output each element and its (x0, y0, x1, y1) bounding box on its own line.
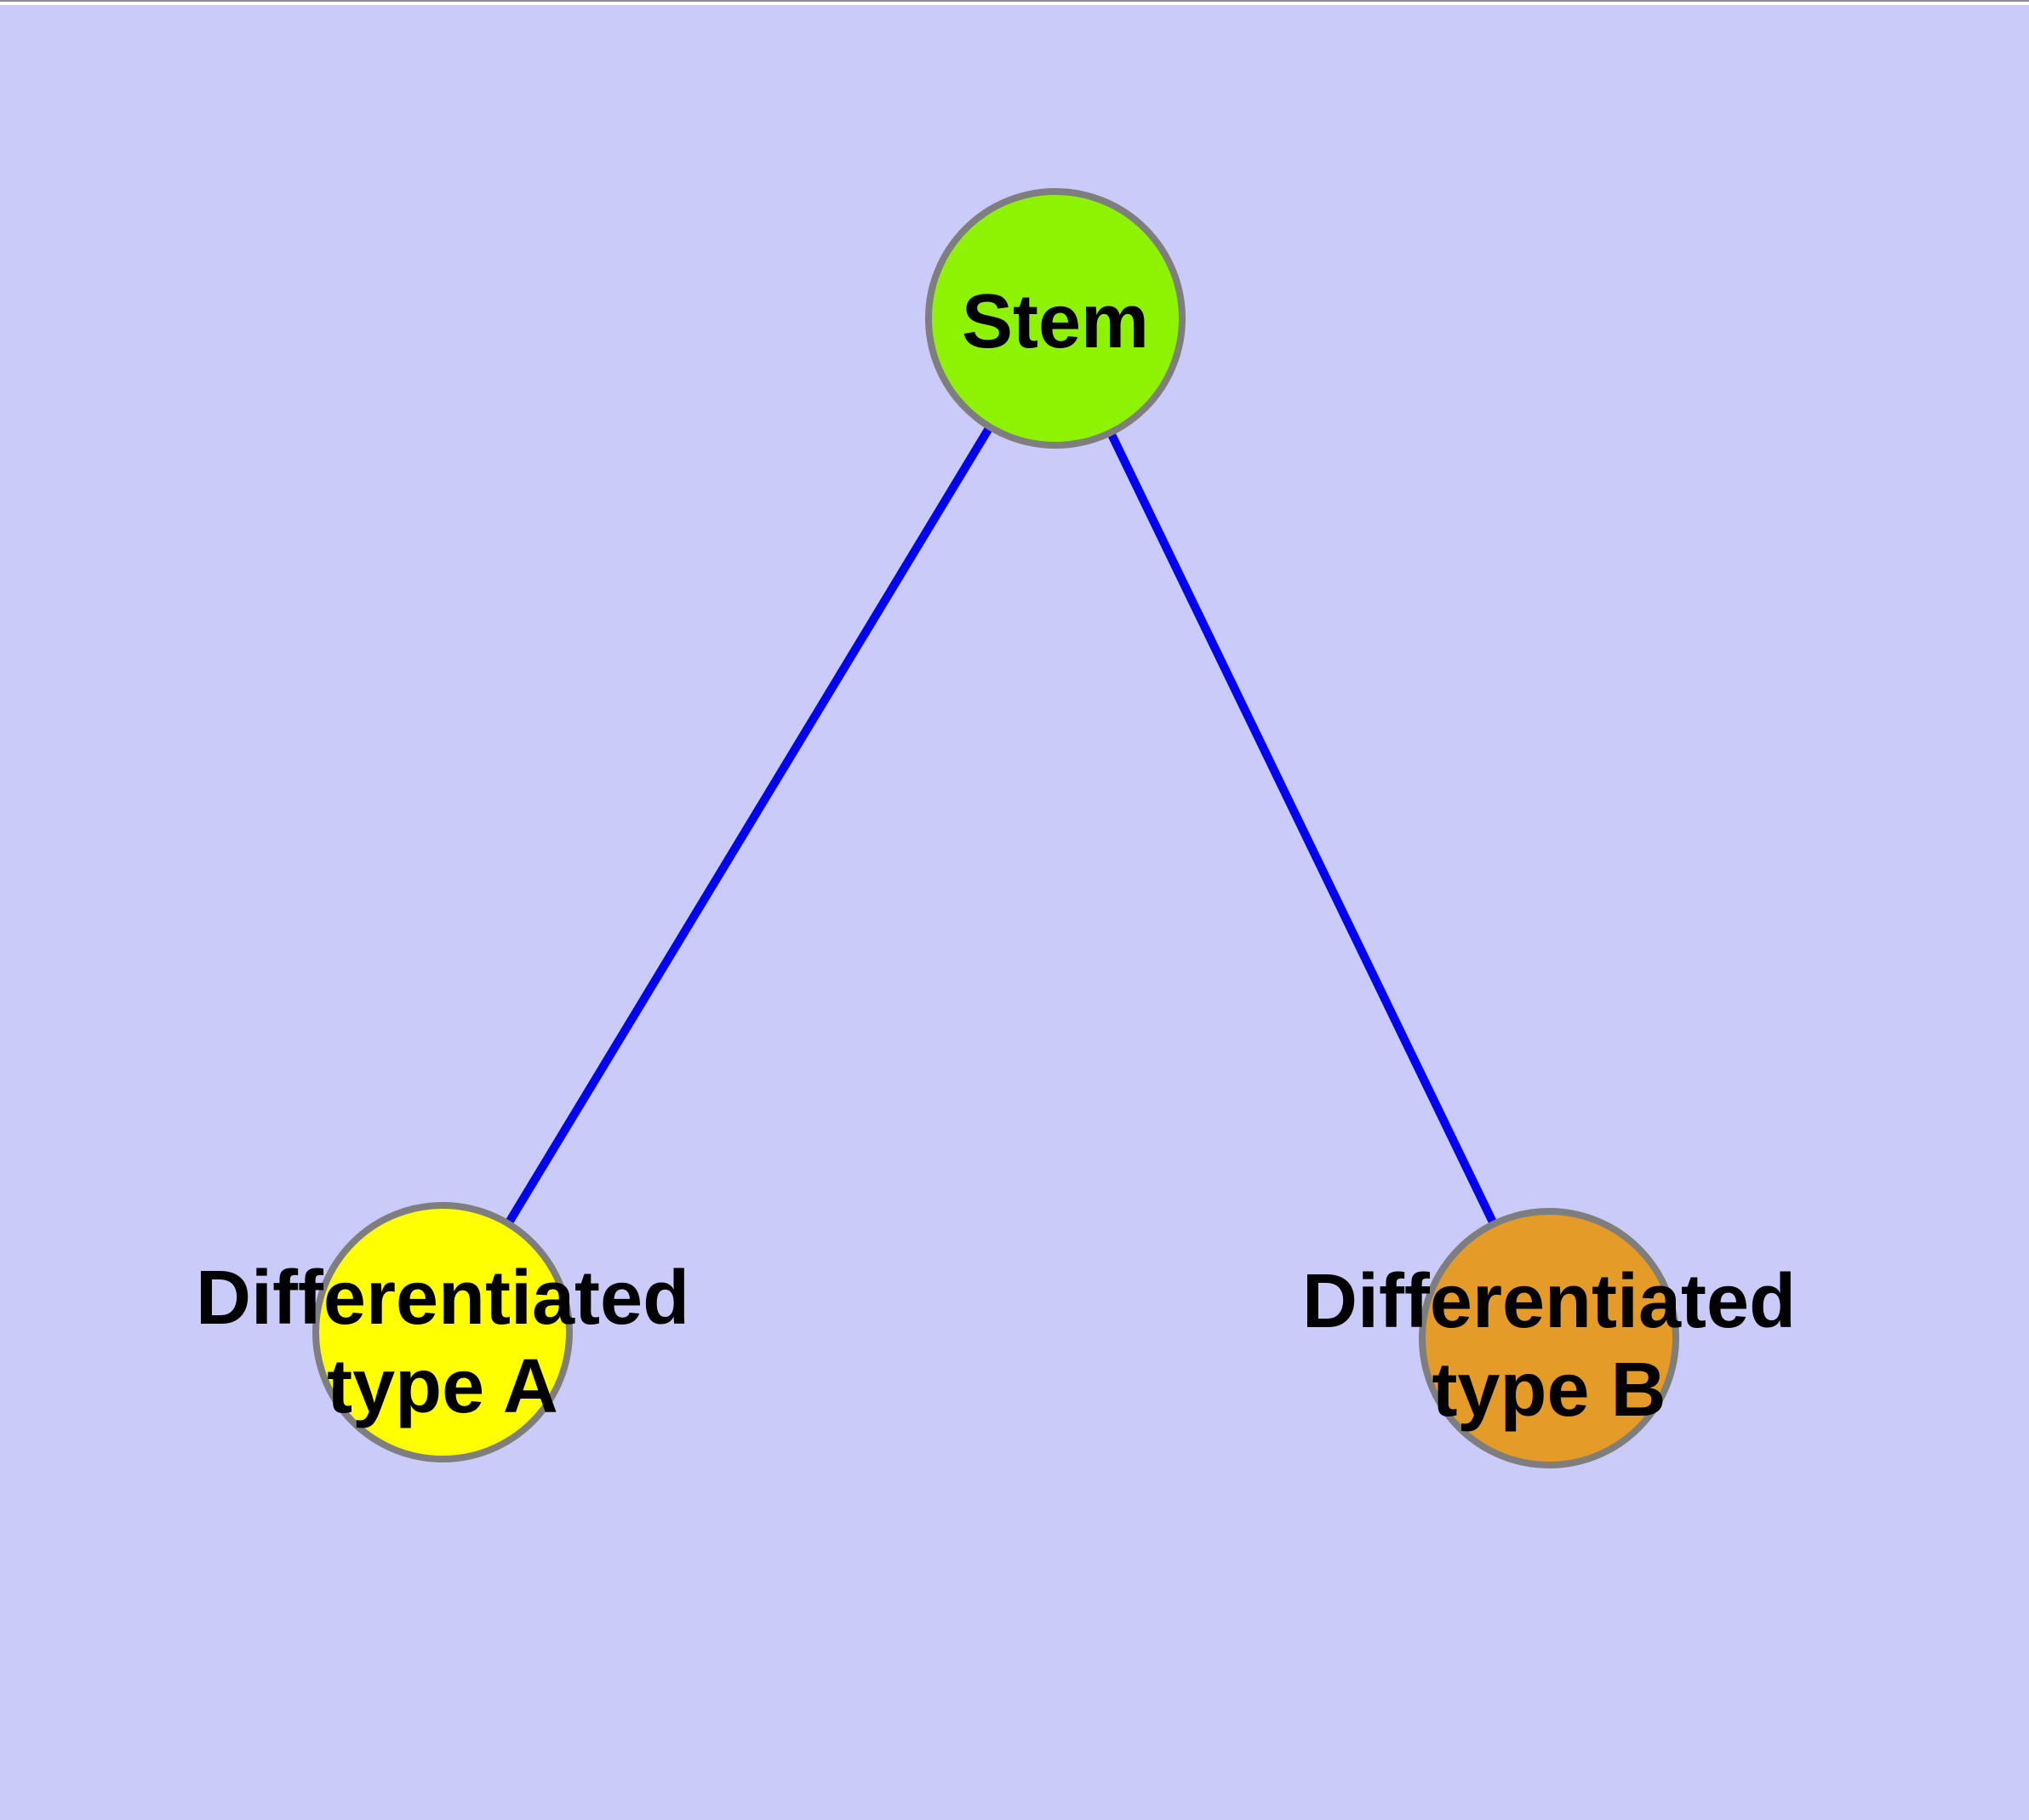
node-stem (925, 188, 1186, 449)
window-top-border (0, 0, 2029, 2)
edge-stem-to-type-a (438, 316, 1060, 1335)
node-differentiated-type-a (312, 1202, 573, 1462)
edge-stem-to-type-b (1051, 316, 1553, 1341)
node-differentiated-type-b (1419, 1208, 1679, 1468)
